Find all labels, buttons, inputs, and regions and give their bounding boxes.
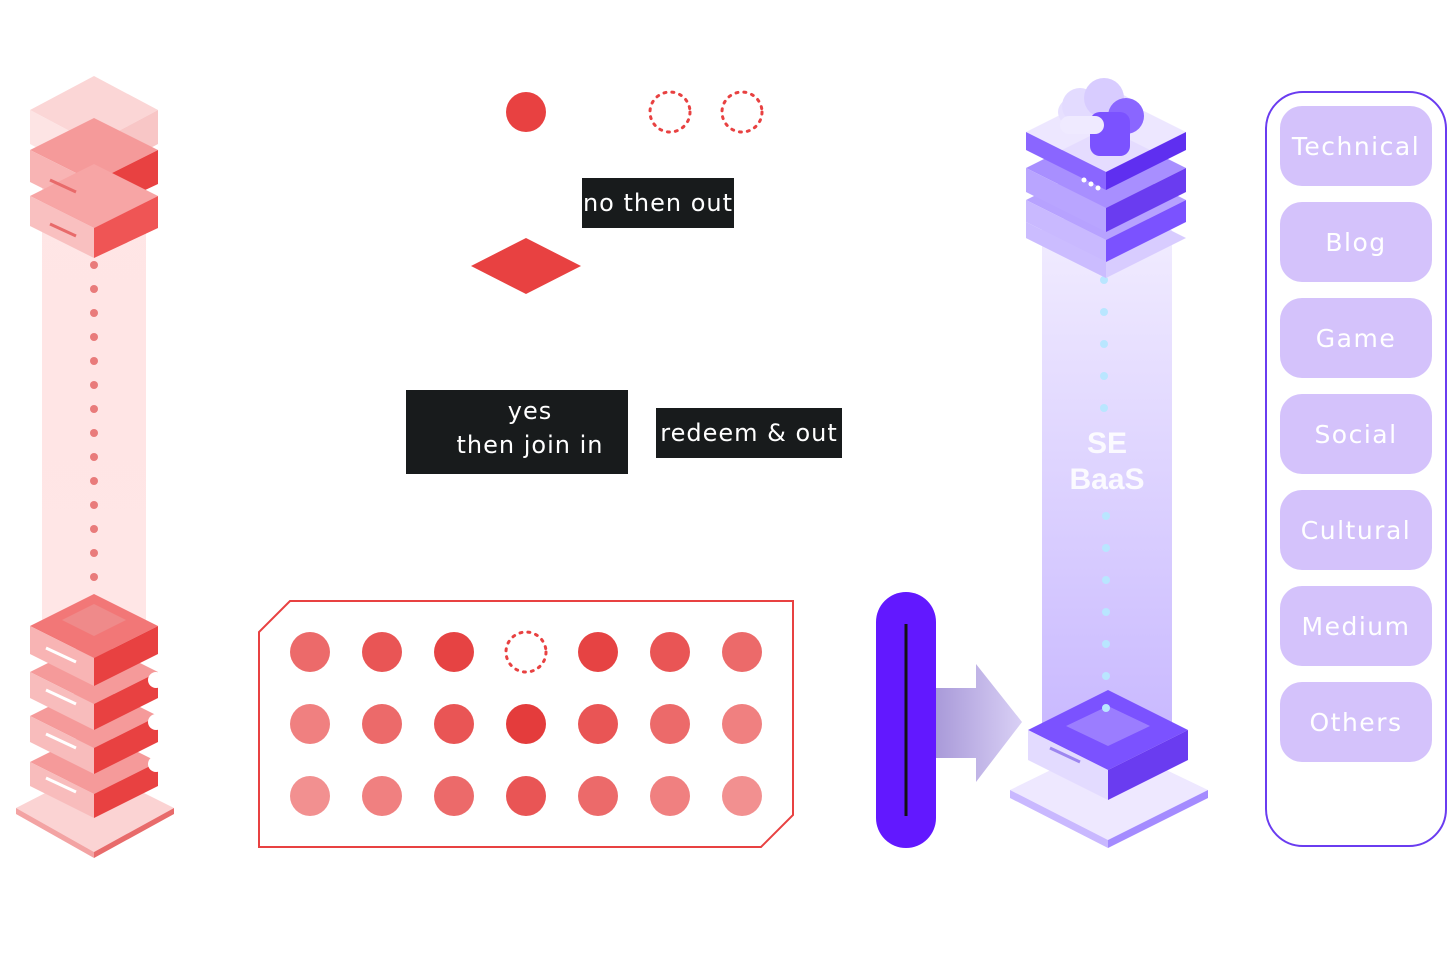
label-redeem-and-out: redeem & out (656, 408, 842, 458)
pool-grid-frame (258, 600, 794, 848)
red-dotted-link (90, 261, 98, 581)
decision-diamond (471, 238, 581, 294)
category-technical[interactable]: Technical (1280, 106, 1432, 186)
category-blog[interactable]: Blog (1280, 202, 1432, 282)
dotted-circle-node-2 (720, 90, 764, 134)
tower-label-baas: BaaS (1069, 463, 1145, 496)
label-redeem-and-out-text: redeem & out (660, 419, 838, 447)
category-panel (1265, 91, 1447, 847)
cloud-icon (1058, 78, 1144, 156)
category-others[interactable]: Others (1280, 682, 1432, 762)
tower-label-se: SE (1086, 427, 1128, 460)
label-no-then-out-text: no then out (582, 189, 734, 217)
pool-grid-dots (290, 630, 762, 816)
category-game[interactable]: Game (1280, 298, 1432, 378)
red-server-tower (16, 76, 174, 858)
label-no-then-out: no then out (582, 178, 734, 228)
start-node-dot (506, 92, 546, 132)
category-medium[interactable]: Medium (1280, 586, 1432, 666)
baas-server-tower (1010, 78, 1208, 848)
dotted-circle-node-1 (648, 90, 692, 134)
label-yes-line: yes (507, 397, 553, 425)
category-cultural[interactable]: Cultural (1280, 490, 1432, 570)
flow-arrow (936, 664, 1022, 782)
label-then-join-in-line: then join in (456, 431, 604, 459)
label-yes-then-join-in: yes then join in (406, 390, 628, 474)
category-social[interactable]: Social (1280, 394, 1432, 474)
